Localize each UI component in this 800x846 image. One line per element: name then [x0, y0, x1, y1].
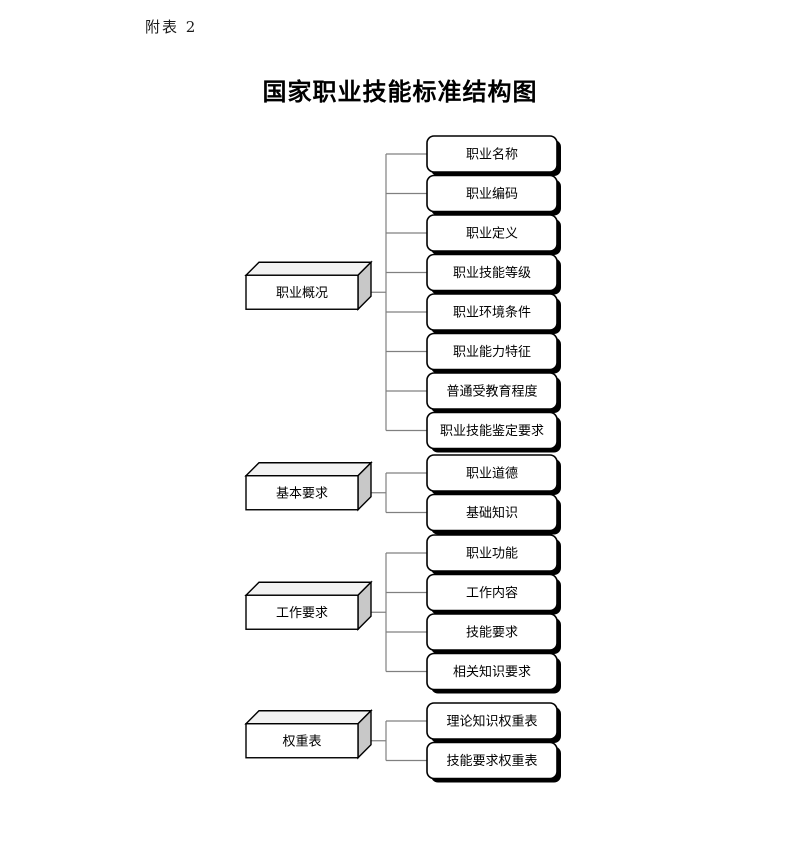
leaf-body[interactable]	[426, 174, 558, 213]
leaf-label: 基础知识	[466, 505, 518, 521]
leaf-body[interactable]	[426, 702, 558, 740]
cube-front-face[interactable]	[245, 274, 359, 310]
leaf-node[interactable]: 职业环境条件	[426, 293, 561, 334]
leaf-label: 职业编码	[466, 187, 518, 202]
cube-top-face	[244, 710, 373, 725]
leaf-label: 工作内容	[466, 585, 518, 601]
leaf-body[interactable]	[426, 372, 558, 410]
leaf-label: 职业技能鉴定要求	[440, 424, 544, 439]
leaf-body[interactable]	[426, 332, 558, 371]
cube-front-face[interactable]	[245, 723, 359, 759]
leaf-node[interactable]: 技能要求	[426, 613, 561, 654]
leaf-node[interactable]: 职业技能鉴定要求	[426, 411, 561, 453]
parent-node[interactable]: 工作要求	[244, 580, 373, 631]
leaf-body[interactable]	[426, 454, 558, 492]
leaf-node[interactable]: 技能要求权重表	[426, 741, 561, 783]
connector-group	[371, 472, 427, 514]
connector-group	[371, 153, 427, 432]
leaf-body[interactable]	[426, 214, 558, 252]
leaf-node[interactable]: 理论知识权重表	[426, 702, 561, 743]
leaf-body[interactable]	[426, 534, 558, 572]
leaf-node[interactable]: 职业定义	[426, 214, 561, 255]
parent-node[interactable]: 权重表	[244, 709, 373, 760]
parent-label: 工作要求	[276, 606, 328, 621]
connector-group	[371, 552, 427, 673]
diagram-group: 职业名称职业编码职业定义职业技能等级职业环境条件职业能力特征普通受教育程度职业技…	[244, 135, 561, 453]
leaf-body[interactable]	[426, 253, 558, 292]
leaf-label: 技能要求权重表	[446, 753, 537, 769]
leaf-label: 职业名称	[466, 147, 518, 163]
attachment-label: 附表 2	[145, 18, 198, 36]
leaf-body[interactable]	[426, 652, 558, 691]
leaf-body[interactable]	[426, 573, 558, 612]
leaf-node[interactable]: 职业功能	[426, 534, 561, 575]
leaf-label: 职业定义	[466, 227, 518, 242]
parent-label: 权重表	[282, 733, 321, 749]
leaf-body[interactable]	[426, 411, 558, 450]
leaf-node[interactable]: 职业技能等级	[426, 253, 561, 295]
leaf-body[interactable]	[426, 135, 558, 173]
leaf-node[interactable]: 职业编码	[426, 174, 561, 216]
leaf-label: 普通受教育程度	[446, 384, 537, 400]
leaf-label: 职业技能等级	[453, 265, 531, 281]
leaf-label: 职业环境条件	[453, 305, 531, 321]
leaf-body[interactable]	[426, 293, 558, 331]
parent-label: 基本要求	[276, 486, 328, 501]
leaf-label: 职业能力特征	[453, 345, 531, 360]
leaf-label: 技能要求	[466, 626, 518, 641]
leaf-body[interactable]	[426, 613, 558, 651]
cube-front-face[interactable]	[245, 475, 359, 511]
leaf-label: 相关知识要求	[453, 664, 531, 680]
cube-front-face[interactable]	[245, 594, 359, 630]
leaf-node[interactable]: 工作内容	[426, 573, 561, 615]
leaf-node[interactable]: 普通受教育程度	[426, 372, 561, 413]
leaf-body[interactable]	[426, 493, 558, 532]
leaf-node[interactable]: 基础知识	[426, 493, 561, 535]
leaf-label: 理论知识权重表	[446, 714, 537, 730]
parent-node[interactable]: 基本要求	[244, 461, 373, 512]
leaf-node[interactable]: 职业名称	[426, 135, 561, 176]
cube-top-face	[244, 581, 373, 596]
cube-top-face	[244, 261, 373, 276]
parent-label: 职业概况	[276, 286, 328, 301]
connector-group	[371, 720, 427, 762]
leaf-label: 职业道德	[466, 467, 518, 482]
cube-top-face	[244, 462, 373, 477]
leaf-node[interactable]: 相关知识要求	[426, 652, 561, 694]
leaf-node[interactable]: 职业能力特征	[426, 332, 561, 374]
page-title: 国家职业技能标准结构图	[262, 78, 538, 106]
leaf-body[interactable]	[426, 741, 558, 780]
leaf-label: 职业功能	[466, 547, 518, 562]
parent-node[interactable]: 职业概况	[244, 260, 373, 311]
leaf-node[interactable]: 职业道德	[426, 454, 561, 495]
